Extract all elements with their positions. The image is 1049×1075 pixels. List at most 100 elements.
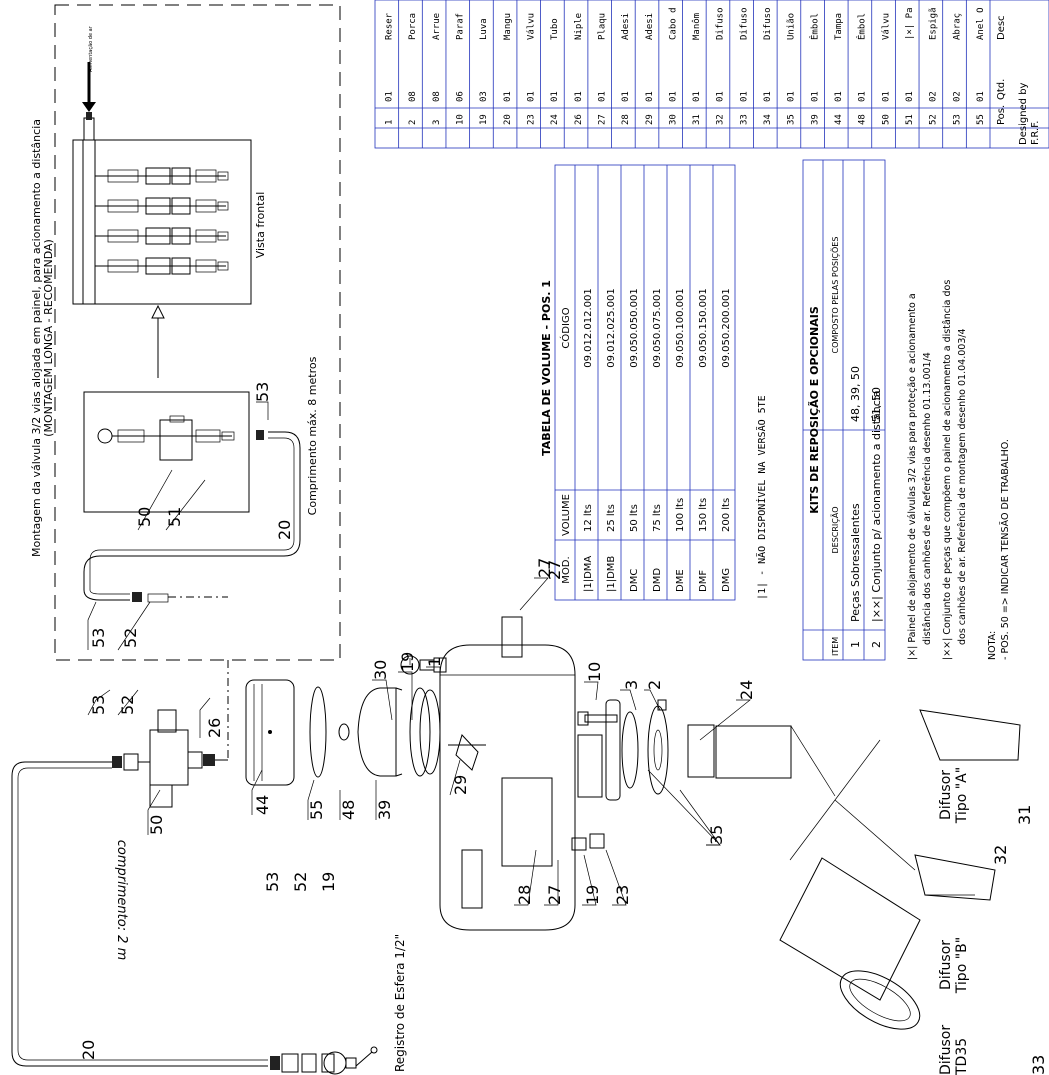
diffuser-td35-label-2: TD35 [954, 1038, 970, 1075]
vt-h-vol: VOLUME [561, 494, 572, 536]
vt-h-mod: MOD. [561, 556, 572, 583]
callout-34: 33 [1029, 1055, 1048, 1075]
callout-53: 53 [263, 872, 282, 892]
callout-3: 3 [622, 680, 641, 690]
ball-valve-label: Registro de Esfera 1/2" [393, 934, 407, 1072]
parts-desc: Mangu [503, 13, 513, 40]
parts-qty: 02 [929, 91, 939, 102]
vt-r6-mod: DMF [698, 570, 709, 592]
parts-pos: 10 [456, 114, 466, 125]
vt-r4-code: 09.050.075.001 [652, 288, 663, 368]
vt-r5-mod: DME [675, 569, 686, 592]
parts-desc: Arrue [432, 13, 442, 40]
parts-desc: Difuso [739, 7, 749, 40]
callout-35: 35 [707, 825, 726, 845]
parts-pos: 31 [692, 114, 702, 125]
callout-19: 19 [319, 872, 338, 892]
callout-33: 32 [991, 845, 1010, 865]
parts-pos: 20 [503, 114, 513, 125]
air-cannon [245, 616, 916, 931]
diffusers: Difusor TD35 Difusor Tipo "B" Difusor Ti… [779, 709, 1021, 1075]
vt-r2-vol: 25 lts [606, 504, 617, 532]
parts-qty: 01 [881, 91, 891, 102]
callout-10: 10 [585, 662, 604, 682]
vt-r1-vol: 12 lts [583, 504, 594, 532]
parts-desc: Anel O [976, 7, 986, 40]
parts-pos: 1 [385, 120, 395, 125]
vt-r1-code: 09.012.012.001 [583, 288, 594, 368]
piston-48 [338, 723, 350, 741]
max-length-label: Comprimento máx. 8 metros [306, 356, 319, 515]
gauge-31 [400, 655, 420, 675]
plaque-27 [501, 616, 523, 658]
parts-desc: Cabo d [668, 7, 678, 40]
ball-valve [321, 1046, 378, 1075]
parts-qty: 01 [905, 91, 915, 102]
diffuser-b-label-1: Difusor [938, 940, 954, 990]
diffuser-a-label-1: Difusor [938, 770, 954, 820]
volume-table: TABELA DE VOLUME - POS. 1 MOD. VOLUME CÓ… [540, 164, 768, 601]
parts-pos: 33 [739, 114, 749, 125]
parts-pos: 51 [905, 114, 915, 125]
parts-qty: 08 [432, 91, 442, 102]
panel-title-line2: (MONTAGEM LONGA - RECOMENDA) [42, 239, 55, 437]
hose-20-2m [11, 761, 268, 1067]
parts-qty: 01 [526, 91, 536, 102]
parts-desc: Difuso [763, 7, 773, 40]
callout-26: 26 [205, 718, 224, 738]
callout-53: 53 [253, 382, 272, 402]
kits-r1-desc: Peças Sobressalentes [849, 503, 862, 622]
vt-r3-code: 09.050.050.001 [629, 288, 640, 368]
length-2m-label: comprimento: 2 m [114, 840, 129, 961]
kits-r2-item: 2 [870, 641, 883, 648]
parts-qty: 02 [952, 91, 962, 102]
vt-r7-code: 09.050.200.001 [721, 288, 732, 368]
callout-numbers: 53 50 51 20 53 52 53 52 26 50 44 55 48 3… [79, 382, 1048, 1075]
parts-pos: 35 [787, 114, 797, 125]
vt-r5-code: 09.050.100.001 [675, 288, 686, 368]
parts-desc: Espigã [929, 7, 939, 40]
parts-qty: 01 [668, 91, 678, 102]
designer-initials: F.R.F. [1030, 121, 1041, 145]
designed-by: Designed by [1018, 82, 1029, 145]
vt-r3-mod: DMC [629, 569, 640, 592]
kits-r1-pos: 48, 39, 50 [849, 366, 862, 422]
diffuser-td35 [779, 857, 921, 1001]
parts-pos: 53 [952, 114, 962, 125]
callout-27: 27 [535, 558, 554, 578]
parts-desc: Êmbol [808, 13, 820, 40]
note-1a: |×| Painel de alojamento de válvulas 3/2… [907, 293, 918, 660]
callout-27: 27 [545, 560, 564, 580]
o-ring-55 [309, 686, 327, 778]
diffuser-a-label-2: Tipo "A" [954, 767, 970, 824]
parts-pos: 23 [526, 114, 536, 125]
diffuser-type-a [919, 709, 1021, 761]
kits-h-desc: DESCRIÇÃO [830, 506, 840, 553]
parts-qty: 01 [645, 91, 655, 102]
note-title: NOTA: [987, 631, 998, 660]
diffuser-type-b [914, 854, 996, 901]
parts-qty: 01 [976, 91, 986, 102]
parts-qty: 01 [763, 91, 773, 102]
panel-front-view [72, 139, 252, 305]
vt-r3-vol: 50 lts [629, 504, 640, 532]
callout-51: 51 [165, 507, 184, 527]
parts-desc: Abraç [952, 13, 962, 40]
note-1b: distância dos canhões de ar. Referência … [922, 352, 933, 645]
cap-44 [245, 679, 295, 786]
parts-desc: Tampa [834, 13, 844, 40]
hose-20-panel [83, 431, 301, 601]
parts-qty: 01 [621, 91, 631, 102]
callout-19: 19 [583, 885, 602, 905]
callout-30: 29 [451, 775, 470, 795]
parts-pos: 50 [881, 114, 891, 125]
parts-pos: 27 [597, 114, 607, 125]
parts-pos: 24 [550, 114, 560, 125]
note-pos50: - POS. 50 => INDICAR TENSÃO DE TRABALHO. [1000, 439, 1011, 660]
parts-qty: 01 [692, 91, 702, 102]
diffuser-b-label-2: Tipo "B" [954, 937, 970, 994]
air-inlet-label: Alimentação de ar [88, 25, 94, 72]
parts-desc: Êmbol [856, 13, 868, 40]
callout-55: 55 [307, 800, 326, 820]
